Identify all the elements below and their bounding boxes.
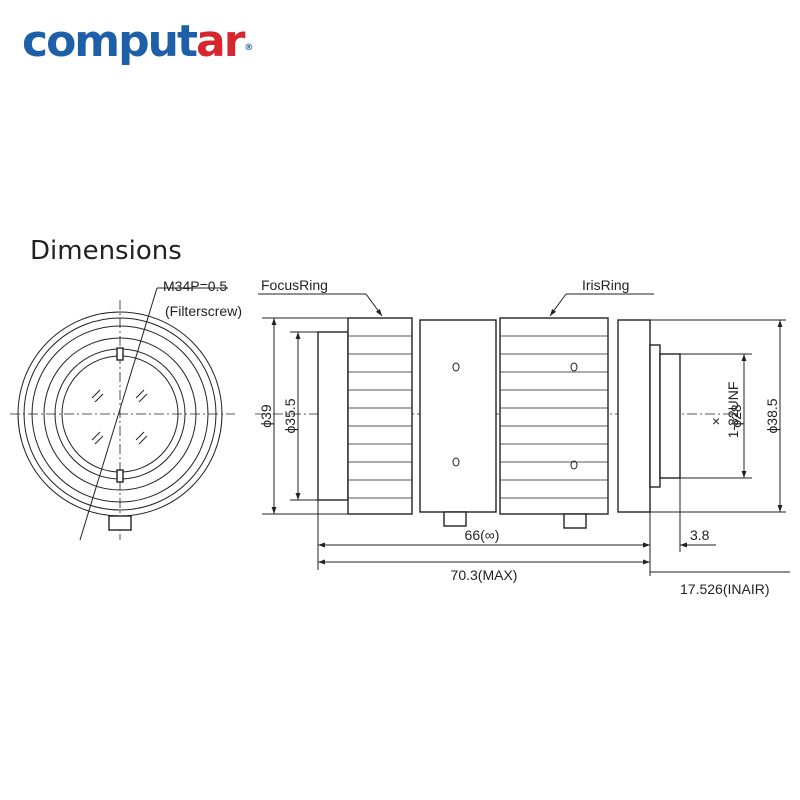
iris-ring-callout [549,293,654,317]
filter-thread-leader [79,287,158,541]
iris-screw-top [570,362,578,372]
filter-thread-label: M34P=0.5 [163,278,227,294]
dim-39 [262,317,348,515]
mount-thread-x: × [712,413,720,429]
front-index-bottom [116,469,124,483]
logo-registered-mark: ® [244,43,254,53]
front-ring-3 [31,325,209,503]
front-view [10,287,235,541]
middle-barrel [419,319,497,513]
barrel-screw-bottom [452,457,460,467]
focus-ring-callout [258,293,383,317]
focus-lock-screw [443,511,467,527]
dim-38-5-label: ϕ38.5 [764,398,780,433]
dim-35-5 [290,331,318,501]
rear-body [617,319,651,513]
focus-ring-knurl [348,335,412,499]
logo-accent-text: ar [196,16,245,67]
barrel-screw-top [452,362,460,372]
logo-main-text: comput [22,16,198,67]
dim-17-526-label: 17.526(INAIR) [680,581,769,597]
front-index-top [116,347,124,361]
focus-ring [347,317,413,515]
filter-thread-note: (Filterscrew) [165,303,242,319]
iris-screw-bottom [570,460,578,470]
mount-thread-label: 1-32UNF [725,382,741,439]
side-view [255,317,740,529]
dim-3-8 [632,478,716,552]
dim-3-8-label: 3.8 [690,527,710,543]
front-glass-reflections [91,389,148,445]
dim-17-526 [649,570,790,576]
dim-38-5 [650,319,786,513]
front-lock-screw [108,515,132,531]
iris-ring-label: IrisRing [582,277,629,293]
mount-flange [649,344,661,488]
dim-66 [317,500,651,570]
dim-39-label: ϕ39 [258,404,274,428]
iris-ring-knurl [500,335,608,499]
section-title: Dimensions [30,236,182,266]
c-mount-thread [659,353,681,479]
front-ring-2 [23,317,217,511]
computar-logo: computar® [22,14,253,70]
front-cap [317,331,349,501]
dim-35-5-label: ϕ35.5 [282,398,298,433]
focus-ring-label: FocusRing [261,277,328,293]
front-filter-thread [43,337,197,491]
dim-28-label: ϕ28 [728,404,744,428]
dim-70-3-label: 70.3(MAX) [451,567,518,583]
iris-lock-screw [563,513,587,529]
dim-28 [680,353,752,479]
iris-ring [499,317,609,515]
dim-66-label: 66(∞) [465,527,500,543]
